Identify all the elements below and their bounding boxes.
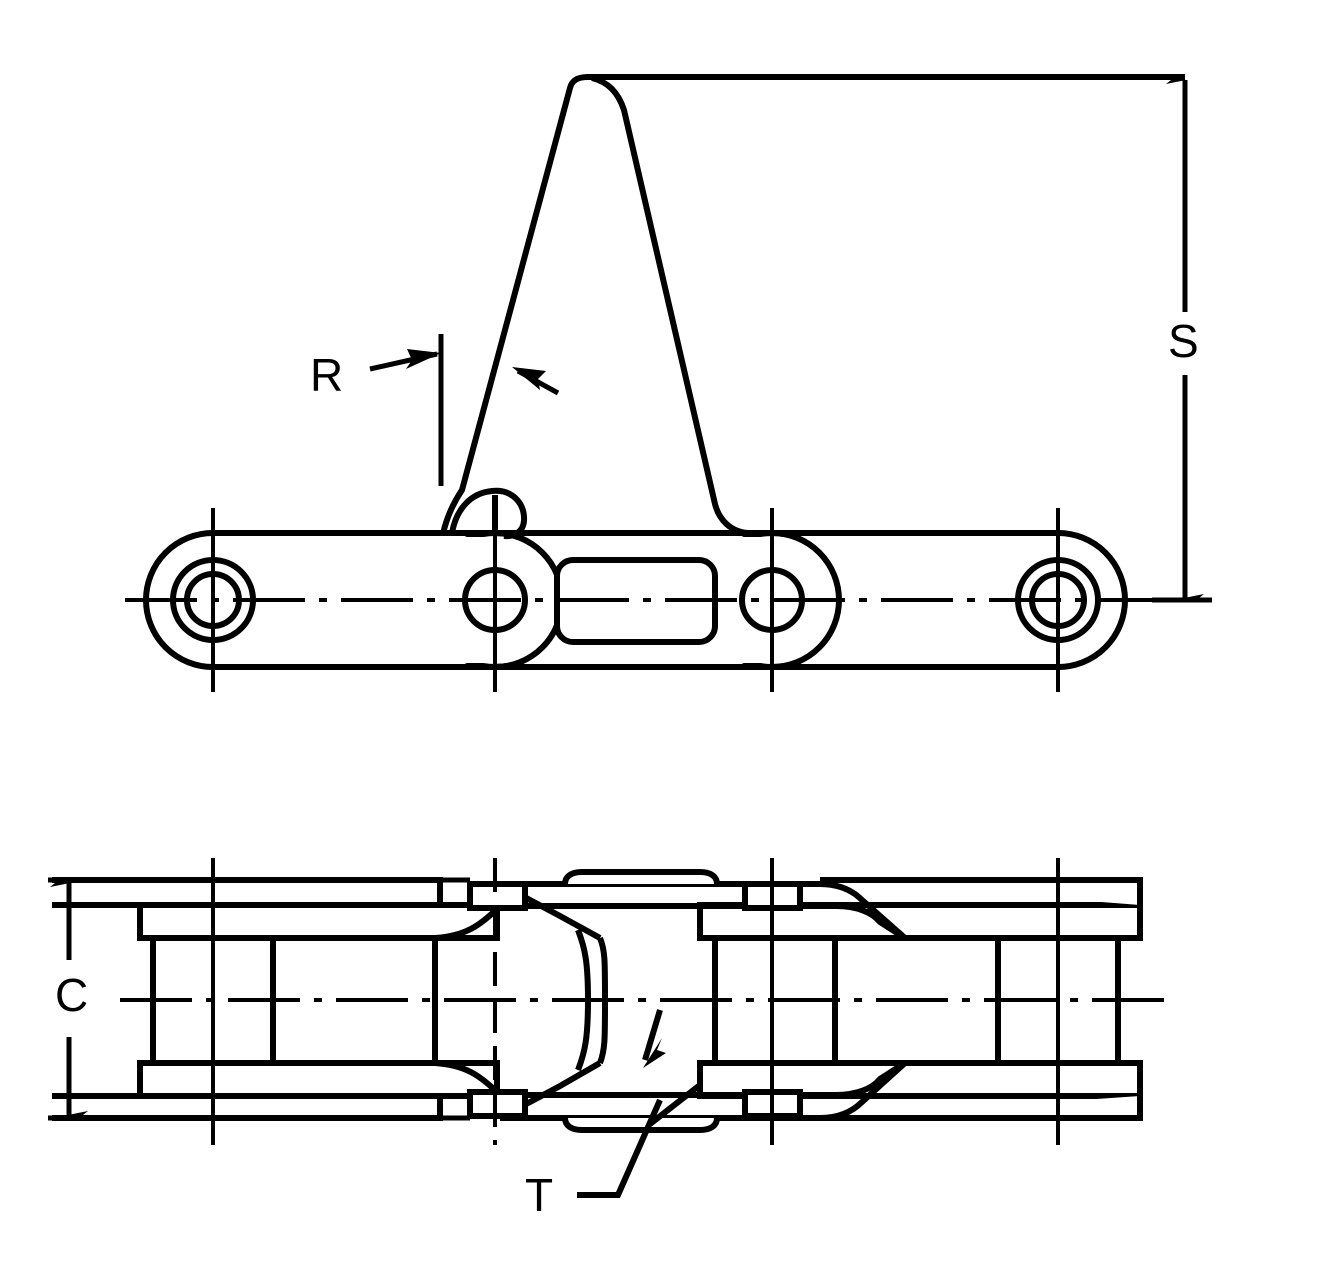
plan-sidebar-plates	[137, 902, 1143, 1099]
flight-base-hook	[449, 487, 528, 540]
dimension-S	[1152, 76, 1212, 603]
plan-top-sidebar-right	[697, 902, 1143, 941]
T-leader-to-edge	[648, 1082, 702, 1127]
plan-bottom-sidebar-left	[137, 1060, 500, 1099]
plan-inner-top-strip-left	[52, 877, 443, 908]
lug-plate-top-center	[562, 869, 720, 885]
dimension-label-R: R	[310, 349, 344, 401]
dimension-C	[48, 877, 470, 1121]
lug-plate-bottom-center	[562, 1117, 720, 1133]
plan-inner-bottom-strip-left	[52, 1093, 443, 1121]
dimension-label-T: T	[525, 1169, 554, 1221]
plan-view	[48, 858, 1175, 1198]
lug-bottom-left	[467, 1089, 528, 1119]
R-arrowhead-right	[512, 367, 546, 390]
plan-centerlines	[120, 858, 1175, 1145]
elevation-centerlines	[125, 508, 1210, 692]
attachment-wing-upper-outline	[434, 903, 907, 941]
attachment-wing-upper-inner	[500, 881, 907, 941]
R-arrowhead-left	[406, 349, 441, 369]
dimension-T	[577, 1009, 702, 1198]
attachment-wing-inner-throat-lower	[575, 999, 591, 1072]
T-leader-line	[577, 1098, 663, 1198]
attachment-flight-profile	[440, 74, 1185, 540]
attachment-wing-lower-outline	[434, 1060, 907, 1098]
T-pointer-inner	[642, 1009, 663, 1061]
dimension-R	[369, 334, 560, 486]
attachment-wing-lower-inner	[500, 1060, 908, 1121]
lug-top-left	[467, 881, 528, 911]
attachment-wing-inner-throat-upper	[575, 928, 591, 1001]
plan-link-body-left	[153, 935, 438, 1066]
T-arrowhead-inner	[643, 1038, 666, 1068]
attachment-wing-throat-upper	[597, 936, 608, 1001]
flight-left-leg	[440, 74, 589, 535]
dimension-label-S: S	[1168, 315, 1199, 367]
flight-right-leg	[591, 75, 749, 536]
attachment-wing-throat-lower	[597, 999, 608, 1065]
plan-top-sidebar-left	[137, 902, 500, 941]
side-elevation-view	[125, 74, 1212, 692]
dimension-label-C: C	[55, 969, 89, 1021]
plan-inner-top-strip-right	[820, 877, 1143, 905]
